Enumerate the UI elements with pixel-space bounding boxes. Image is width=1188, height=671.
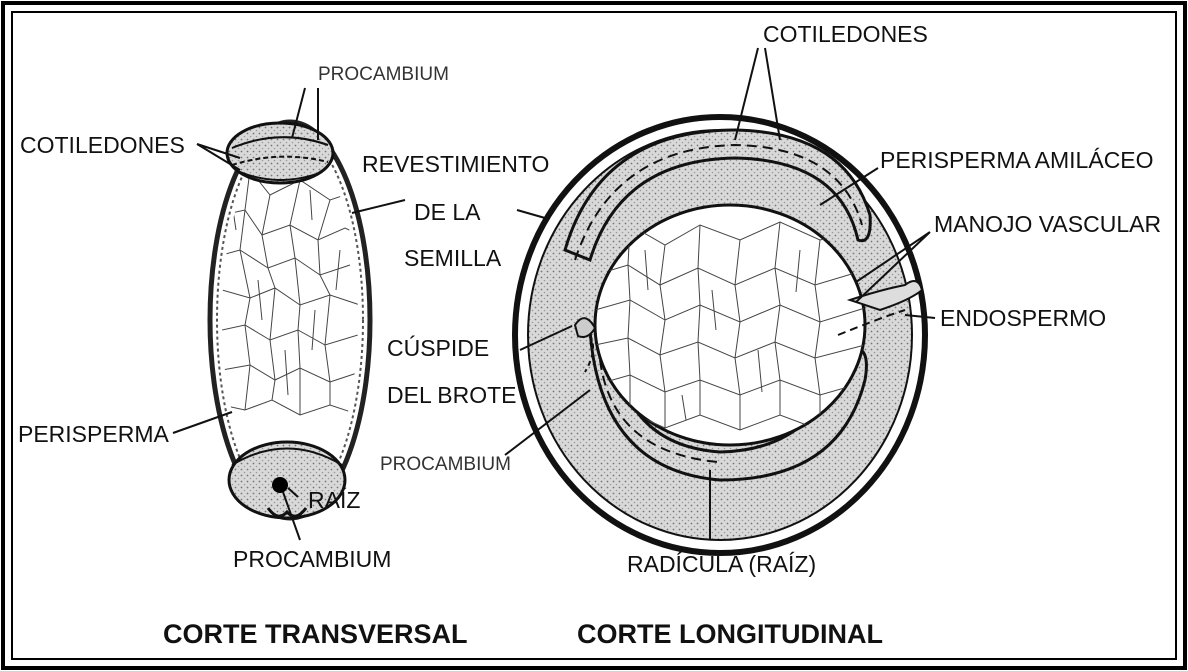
label-procambium-top: PROCAMBIUM [318, 64, 449, 85]
longitudinal-section [515, 117, 925, 553]
perisperm-longitudinal [595, 205, 865, 445]
procambium-dot [272, 477, 288, 493]
label-cotiledones-longitudinal: COTILEDONES [763, 21, 928, 47]
transversal-section [210, 122, 370, 518]
label-raiz: RAÍZ [308, 487, 360, 513]
label-revestimiento-1: REVESTIMIENTO [362, 151, 549, 177]
label-procambium-longitudinal: PROCAMBIUM [380, 454, 511, 475]
label-radicula: RADÍCULA (RAÍZ) [627, 551, 816, 577]
caption-longitudinal: CORTE LONGITUDINAL [577, 619, 883, 649]
label-cuspide-2: DEL BROTE [387, 382, 517, 408]
label-manojo-vascular: MANOJO VASCULAR [934, 211, 1161, 237]
label-endospermo: ENDOSPERMO [940, 305, 1106, 331]
label-cuspide-1: CÚSPIDE [387, 335, 489, 361]
label-procambium-bottom: PROCAMBIUM [233, 546, 391, 572]
label-revestimiento-2: DE LA [414, 199, 481, 225]
caption-transversal: CORTE TRANSVERSAL [163, 619, 468, 649]
label-revestimiento-3: SEMILLA [404, 245, 502, 271]
label-perisperma-amilaceo: PERISPERMA AMILÁCEO [880, 147, 1154, 173]
label-cotiledones-transversal: COTILEDONES [20, 132, 185, 158]
label-perisperma: PERISPERMA [18, 421, 169, 447]
